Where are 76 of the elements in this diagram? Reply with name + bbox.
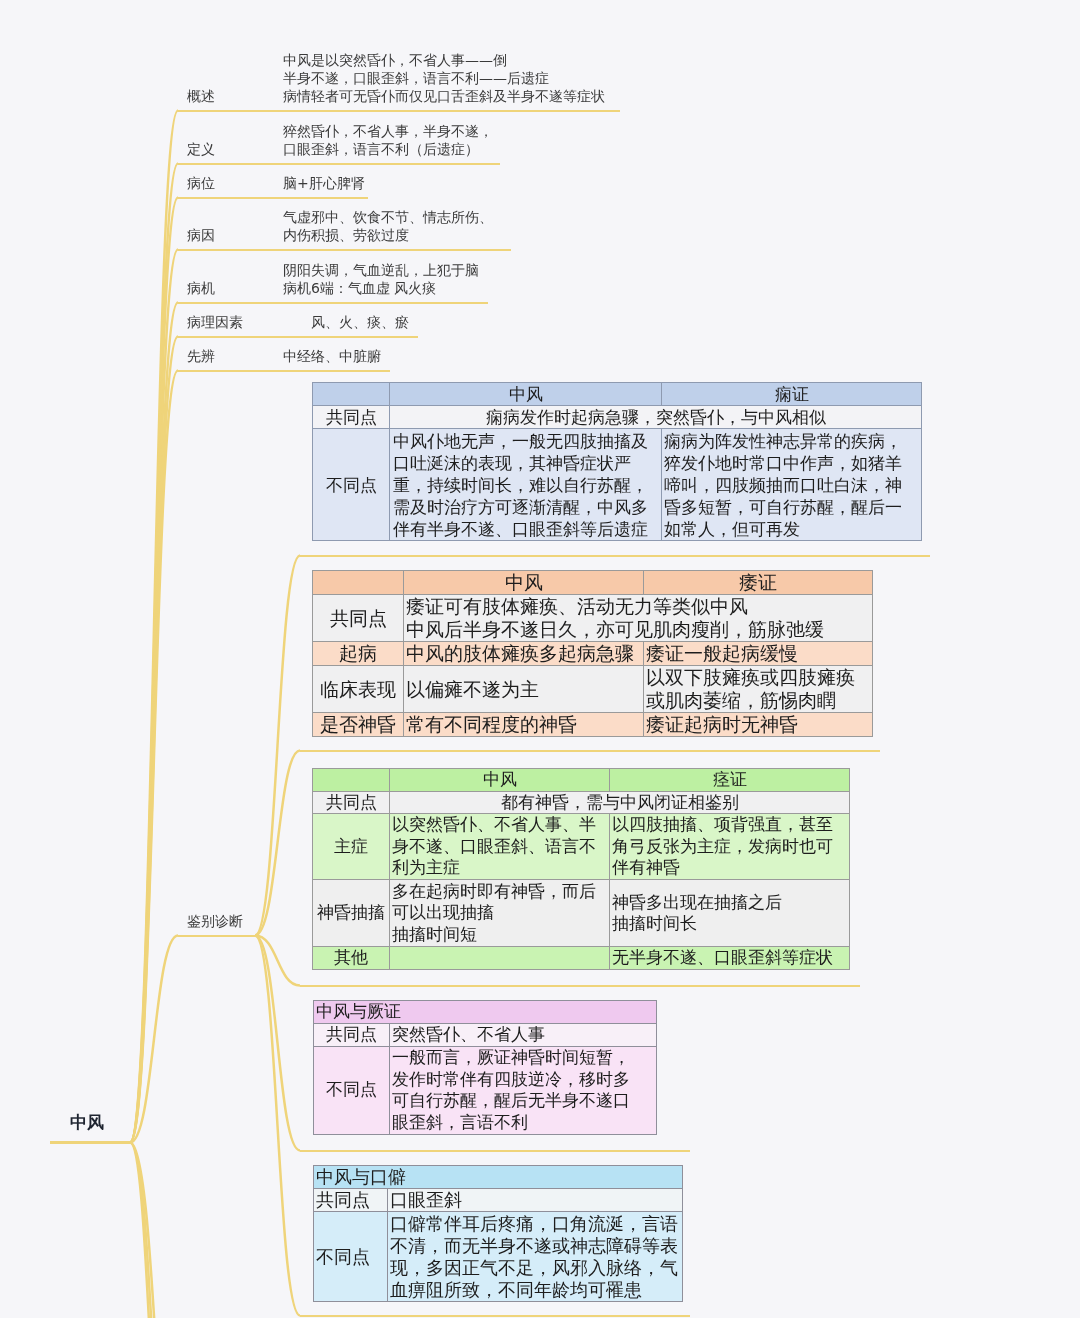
row-header: 共同点 bbox=[313, 1188, 388, 1212]
cell-text: 中风后半身不遂日久，亦可见肌肉瘦削，筋脉弛缓 bbox=[406, 618, 825, 641]
table-cell: 以偏瘫不遂为主 bbox=[403, 665, 644, 713]
topic-label: 先辨 bbox=[187, 347, 215, 365]
row-header: 不同点 bbox=[313, 1211, 388, 1302]
topic-text: 猝然昏仆，不省人事，半身不遂，口眼歪斜，语言不利（后遗症） bbox=[283, 122, 494, 158]
column-header: 痫证 bbox=[661, 382, 922, 406]
branch-line bbox=[254, 934, 301, 1152]
table-title: 中风与口僻 bbox=[313, 1165, 683, 1189]
row-header: 主症 bbox=[312, 813, 390, 880]
topic-text: 风、火、痰、瘀 bbox=[311, 313, 409, 331]
root-topic: 中风 bbox=[50, 1103, 130, 1144]
topic-text: 病机6端：气血虚 风火痰 bbox=[283, 279, 438, 297]
table-branch bbox=[300, 570, 880, 752]
row-header: 神昏抽搐 bbox=[312, 879, 390, 947]
row-header: 是否神昏 bbox=[312, 712, 404, 737]
topic-text: 脑+肝心脾肾 bbox=[283, 174, 365, 192]
row-header: 不同点 bbox=[312, 428, 390, 541]
row-header: 其他 bbox=[312, 946, 390, 970]
topic-text: 中经络、中脏腑 bbox=[283, 347, 381, 365]
table-cell: 都有神昏，需与中风闭证相鉴别 bbox=[389, 791, 850, 814]
topic-label: 病机 bbox=[187, 279, 215, 297]
topic-label: 鉴别诊断 bbox=[187, 912, 243, 930]
table-cell: 常有不同程度的神昏 bbox=[403, 712, 644, 737]
table-cell: 一般而言，厥证神昏时间短暂，发作时常伴有四肢逆冷，移时多可自行苏醒，醒后无半身不遂口眼歪斜，言语不利 bbox=[389, 1046, 657, 1134]
topic-text: 病情轻者可无昏仆而仅见口舌歪斜及半身不遂等症状 bbox=[283, 87, 605, 105]
table-cell: 中风仆地无声，一般无四肢抽搐及口吐涎沫的表现，其神昏症状严重，持续时间长，难以自行苏醒，需及时治疗方可逐渐清醒，中风多伴有半身不遂、口眼歪斜等后遗症 bbox=[389, 428, 662, 541]
table-cell: 口眼歪斜 bbox=[387, 1188, 683, 1212]
cell-text: 或肌肉萎缩，筋惕肉瞤 bbox=[646, 689, 837, 712]
topic-label: 定义 bbox=[187, 140, 215, 158]
table-cell: 无半身不遂、口眼歪斜等症状 bbox=[609, 946, 850, 970]
cell-text: 神昏多出现在抽搐之后 bbox=[612, 891, 783, 913]
cell-text: 抽搐时间长 bbox=[612, 913, 698, 935]
topic-text: 阴阳失调，气血逆乱，上犯于脑 bbox=[283, 261, 479, 279]
table-cell: 口僻常伴耳后疼痛，口角流涎，言语不清，而无半身不遂或神志障碍等表现，多因正气不足，风邪入脉络，气血痹阻所致，不同年龄均可罹患 bbox=[387, 1211, 683, 1302]
cell-text: 痿证可有肢体瘫痪、活动无力等类似中风 bbox=[406, 595, 749, 618]
table-cell: 突然昏仆、不省人事 bbox=[389, 1023, 657, 1046]
topic-branch bbox=[178, 50, 620, 112]
table-branch bbox=[300, 382, 930, 557]
column-header: 中风 bbox=[389, 768, 610, 791]
topic-text: 半身不遂，口眼歪斜，语言不利——后遗症 bbox=[283, 69, 550, 87]
branch-line bbox=[253, 554, 302, 937]
row-header: 共同点 bbox=[312, 594, 404, 642]
cell-text: 抽搐时间短 bbox=[392, 923, 478, 946]
table-cell: 痫病发作时起病急骤，突然昏仆，与中风相似 bbox=[389, 405, 922, 429]
table-branch bbox=[300, 1165, 690, 1317]
row-header: 起病 bbox=[312, 641, 404, 666]
cell-text: 多在起病时即有神昏，而后可以出现抽搐 bbox=[392, 880, 597, 924]
row-header: 共同点 bbox=[312, 791, 390, 814]
table-cell: 以突然昏仆、不省人事、半身不遂、口眼歪斜、语言不利为主症 bbox=[389, 813, 610, 880]
table-cell: 中风的肢体瘫痪多起病急骤 bbox=[403, 641, 644, 666]
topic-text: 中风是以突然昏仆，不省人事——倒 bbox=[283, 51, 508, 69]
table-cell: 痿证一般起病缓慢 bbox=[643, 641, 873, 666]
branch-line bbox=[253, 934, 302, 1317]
branch-line bbox=[254, 749, 301, 937]
topic-label: 病位 bbox=[187, 174, 215, 192]
column-header: 痿证 bbox=[643, 570, 873, 595]
topic-label: 病理因素 bbox=[187, 313, 243, 331]
topic-label: 病因 bbox=[187, 226, 215, 244]
row-header: 临床表现 bbox=[312, 665, 404, 713]
table-title: 中风与厥证 bbox=[313, 1000, 657, 1023]
column-header: 中风 bbox=[389, 382, 662, 406]
table-cell: 痿证起病时无神昏 bbox=[643, 712, 873, 737]
row-header: 共同点 bbox=[312, 405, 390, 429]
topic-text: 气虚邪中、饮食不节、情志所伤、内伤积损、劳欲过度 bbox=[283, 208, 494, 244]
branch-line bbox=[129, 934, 179, 1144]
row-header: 共同点 bbox=[313, 1023, 390, 1046]
column-header: 中风 bbox=[403, 570, 644, 595]
table-cell: 以四肢抽搐、项背强直，甚至角弓反张为主症，发病时也可伴有神昏 bbox=[609, 813, 850, 880]
topic-label: 概述 bbox=[187, 87, 215, 105]
table-branch bbox=[300, 1000, 690, 1152]
table-branch bbox=[300, 768, 860, 987]
table-cell: 痫病为阵发性神志异常的疾病，猝发仆地时常口中作声，如猪羊啼叫，四肢频抽而口吐白沫，神昏多短暂，可自行苏醒，醒后一如常人，但可再发 bbox=[661, 428, 922, 541]
cell-text: 以双下肢瘫痪或四肢瘫痪 bbox=[646, 666, 856, 689]
row-header: 不同点 bbox=[313, 1046, 390, 1134]
column-header: 痉证 bbox=[609, 768, 850, 791]
